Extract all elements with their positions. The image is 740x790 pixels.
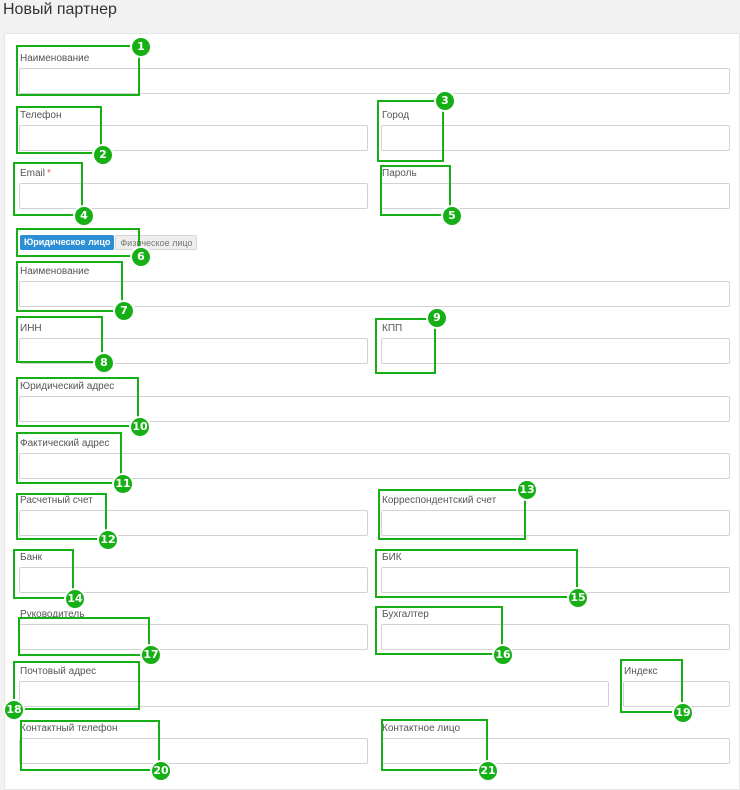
postal-address-label: Почтовый адрес [20,666,97,677]
annotation-badge: 17 [140,644,162,666]
annotation-badge: 3 [434,90,456,112]
annotation-badge: 21 [477,760,499,782]
index-label: Индекс [624,666,658,677]
annotation-badge: 18 [3,699,25,721]
settlement-account-label: Расчетный счет [20,495,93,506]
email-label: Email* [20,168,51,179]
annotation-badge: 5 [441,205,463,227]
bik-input[interactable] [381,567,730,593]
actual-address-label: Фактический адрес [20,438,110,449]
password-input[interactable] [381,183,730,209]
annotation-badge: 16 [492,644,514,666]
inn-label: ИНН [20,323,42,334]
annotation-badge: 15 [567,587,589,609]
contact-phone-input[interactable] [19,738,368,764]
annotation-badge: 9 [426,307,448,329]
settlement-account-input[interactable] [19,510,368,536]
org-name-input[interactable] [19,281,730,307]
email-input[interactable] [19,183,368,209]
name-input[interactable] [19,68,730,94]
correspondent-account-input[interactable] [381,510,730,536]
individual-button[interactable]: Физическое лицо [115,235,198,250]
accountant-input[interactable] [381,624,730,650]
annotation-badge: 14 [64,588,86,610]
legal-address-label: Юридический адрес [20,381,115,392]
annotation-badge: 12 [97,529,119,551]
annotation-badge: 10 [129,416,151,438]
postal-address-input[interactable] [19,681,609,707]
city-label: Город [382,110,410,121]
annotation-badge: 2 [92,144,114,166]
annotation-badge: 11 [112,473,134,495]
password-label: Пароль [382,168,417,179]
inn-input[interactable] [19,338,368,364]
annotation-badge: 8 [93,352,115,374]
annotation-badge: 13 [516,479,538,501]
page-title: Новый партнер [3,1,117,18]
director-label: Руководитель [20,609,85,620]
annotation-badge: 7 [113,300,135,322]
kpp-input[interactable] [381,338,730,364]
annotation-badge: 1 [130,36,152,58]
city-input[interactable] [381,125,730,151]
required-mark: * [47,168,51,179]
name-label: Наименование [20,53,90,64]
phone-label: Телефон [20,110,62,121]
entity-type-toggle: Юридическое лицо Физическое лицо [20,235,198,250]
annotation-badge: 6 [130,246,152,268]
annotation-badge: 4 [73,205,95,227]
correspondent-account-label: Корреспондентский счет [382,495,497,506]
kpp-label: КПП [382,323,403,334]
annotation-badge: 19 [672,702,694,724]
contact-person-input[interactable] [381,738,730,764]
legal-address-input[interactable] [19,396,730,422]
actual-address-input[interactable] [19,453,730,479]
contact-person-label: Контактное лицо [382,723,461,734]
contact-phone-label: Контактный телефон [20,723,118,734]
org-name-label: Наименование [20,266,90,277]
accountant-label: Бухгалтер [382,609,429,620]
bank-label: Банк [20,552,43,563]
bik-label: БИК [382,552,402,563]
director-input[interactable] [19,624,368,650]
phone-input[interactable] [19,125,368,151]
legal-entity-button[interactable]: Юридическое лицо [20,235,115,250]
annotation-badge: 20 [150,760,172,782]
